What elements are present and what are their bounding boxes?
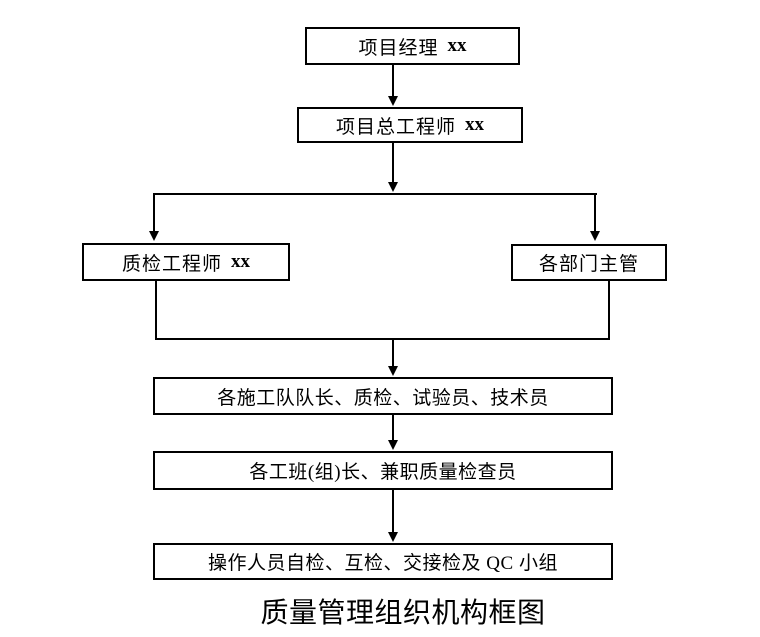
connector-shifts-to-operators-line <box>392 490 394 533</box>
connector-departments-to-merge-line <box>608 281 610 340</box>
node-construction-team-leaders-label: 各施工队队长、质检、试验员、技术员 <box>217 387 549 409</box>
node-chief-engineer: 项目总工程师 xx <box>297 107 523 143</box>
node-project-manager-label: 项目经理 <box>358 37 439 59</box>
node-department-heads-label: 各部门主管 <box>538 254 639 275</box>
arrowhead-manager-to-chief <box>388 96 398 106</box>
arrowhead-shifts-to-operators <box>388 532 398 542</box>
arrowhead-chief-to-branch <box>388 182 398 192</box>
connector-branch-to-quality-line <box>153 193 155 232</box>
arrowhead-merge-to-teams <box>388 366 398 376</box>
node-quality-engineer-suffix: xx <box>231 251 250 272</box>
merge-bar <box>155 338 610 340</box>
diagram-caption: 质量管理组织机构框图 <box>260 598 546 629</box>
node-construction-team-leaders: 各施工队队长、质检、试验员、技术员 <box>153 377 613 415</box>
node-quality-engineer: 质检工程师 xx <box>82 243 290 281</box>
connector-quality-to-merge-line <box>155 281 157 340</box>
arrowhead-branch-to-quality <box>149 231 159 241</box>
connector-manager-to-chief-line <box>392 65 394 97</box>
node-work-shift-leaders-label: 各工班(组)长、兼职质量检查员 <box>249 462 517 483</box>
node-operators-self-check: 操作人员自检、互检、交接检及 QC 小组 <box>153 543 613 580</box>
branch-bar <box>153 193 597 195</box>
node-project-manager: 项目经理 xx <box>305 27 520 65</box>
connector-chief-to-branch-line <box>392 143 394 183</box>
arrowhead-branch-to-departments <box>590 231 600 241</box>
connector-branch-to-departments-line <box>594 193 596 232</box>
node-chief-engineer-suffix: xx <box>465 114 484 135</box>
connector-teams-to-shifts-line <box>392 415 394 442</box>
node-department-heads: 各部门主管 <box>511 244 667 281</box>
node-work-shift-leaders: 各工班(组)长、兼职质量检查员 <box>153 451 613 490</box>
node-project-manager-suffix: xx <box>447 35 467 56</box>
node-chief-engineer-label: 项目总工程师 <box>335 116 456 138</box>
arrowhead-teams-to-shifts <box>388 440 398 450</box>
connector-merge-to-teams-line <box>392 340 394 368</box>
node-operators-self-check-label: 操作人员自检、互检、交接检及 QC 小组 <box>208 553 558 574</box>
node-quality-engineer-label: 质检工程师 <box>121 253 222 275</box>
